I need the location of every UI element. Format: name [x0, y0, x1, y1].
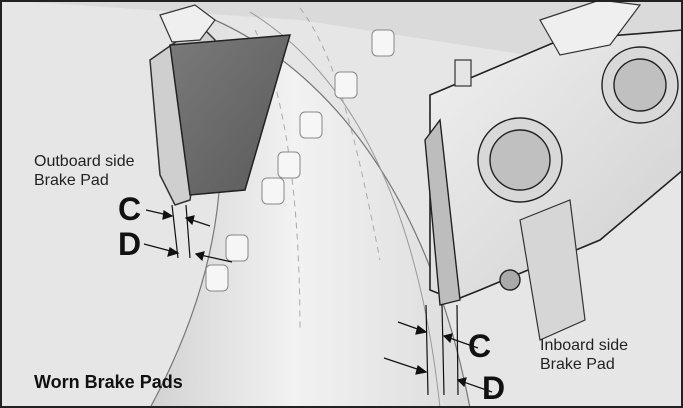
inboard-label: Inboard side Brake Pad	[540, 337, 629, 373]
rotor-vent-line	[254, 29, 301, 331]
outboard-clip	[159, 4, 216, 43]
caliper-bracket	[519, 199, 586, 341]
rotor-inner-edge	[249, 11, 441, 408]
outboard-label: Outboard side Brake Pad	[34, 153, 135, 189]
inboard-tab	[454, 59, 472, 87]
inboard-clip	[539, 0, 642, 56]
outboard-pad-friction	[169, 34, 292, 196]
background-shadow	[0, 0, 683, 120]
outboard-dimension-lines	[143, 204, 233, 263]
rotor-vent-line	[299, 7, 381, 261]
dimension-c-inboard: C	[468, 328, 492, 364]
figure-title: Worn Brake Pads	[34, 372, 183, 392]
dimension-c-outboard: C	[118, 191, 142, 227]
caliper-pistons	[477, 46, 679, 291]
inboard-dimension-lines	[383, 304, 493, 396]
dimension-d-inboard: D	[482, 370, 506, 406]
dimension-d-outboard: D	[118, 226, 142, 262]
rotor-vent-slots	[205, 29, 395, 292]
inboard-pad-edge	[424, 118, 461, 306]
